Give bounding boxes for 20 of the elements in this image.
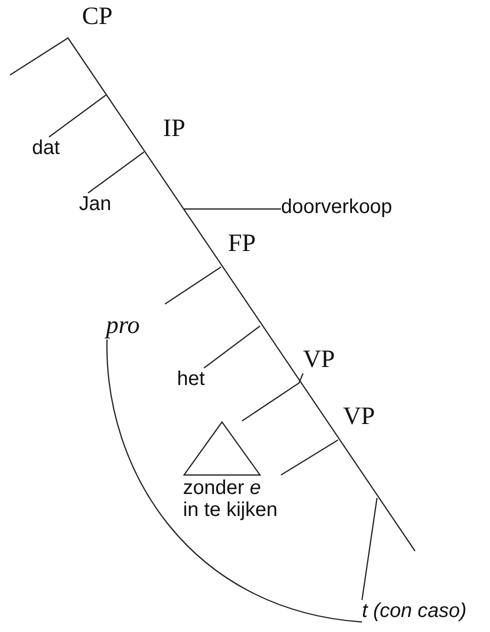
node-label: t (con caso) [362,600,466,622]
node-label: Jan [79,193,112,215]
node-label: pro [106,312,140,340]
node-label: doorverkoop [281,196,392,218]
movement-arc [106,339,362,623]
node-label: dat [32,137,60,159]
node-label: FP [228,230,256,258]
node-label: CP [82,3,113,30]
tree-branch [48,94,106,138]
tree-branch [361,498,378,600]
node-label: VP [343,403,375,430]
tree-branch [242,373,304,422]
triangle-node [183,421,278,521]
tree-branch [184,208,281,210]
node-label: zonder e in te kijken [183,477,278,521]
tree-branch [204,326,260,368]
node-label: VP [303,346,335,374]
tree-branch [88,152,144,194]
node-label: IP [163,115,186,142]
node-label: het [177,368,205,390]
